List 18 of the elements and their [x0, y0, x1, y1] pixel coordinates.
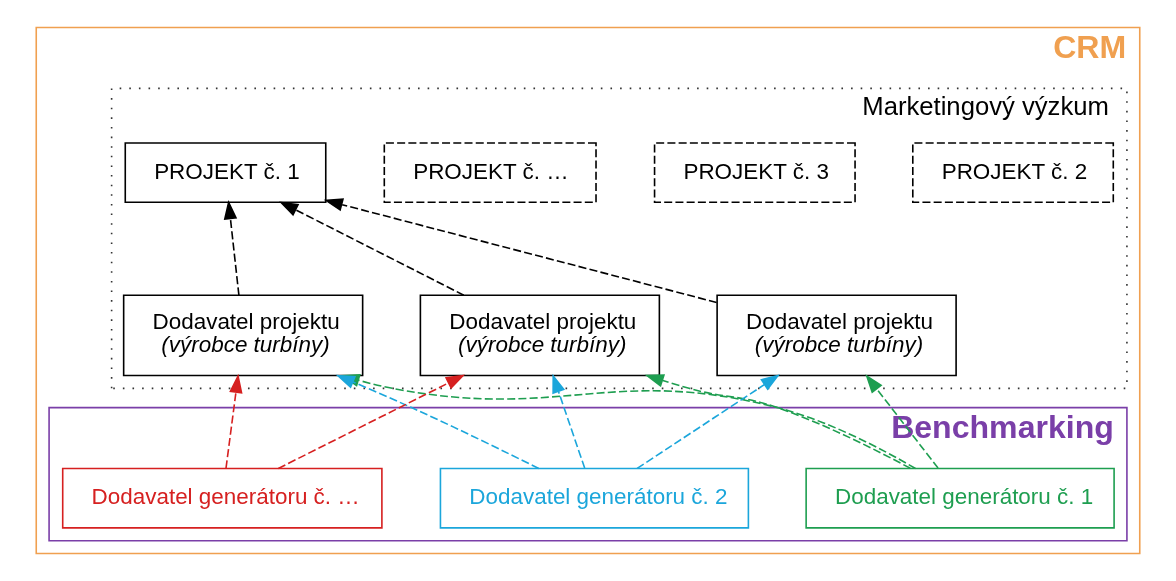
arrow: [225, 373, 243, 469]
arrow: [636, 374, 780, 470]
node-box: Dodavatel generátoru č. 1: [805, 467, 1115, 529]
arrow: [552, 373, 586, 469]
node-box: Dodavatel generátoru č. 2: [439, 467, 750, 529]
arrow: [644, 374, 912, 470]
node-box: Dodavatel projektu (výrobce turbíny): [122, 294, 364, 377]
node-box: Dodavatel projektu (výrobce turbíny): [419, 294, 661, 377]
node-box: PROJEKT č. 1: [124, 142, 327, 204]
node-box: PROJEKT č. …: [383, 142, 597, 204]
arrow: [223, 200, 240, 296]
arrow: [865, 374, 939, 469]
arrow: [323, 198, 718, 304]
node-box: PROJEKT č. 3: [653, 142, 856, 204]
node-box: Dodavatel generátoru č. …: [61, 467, 383, 529]
node-box: Dodavatel projektu (výrobce turbíny): [716, 294, 957, 377]
arrow: [279, 201, 465, 296]
node-box: PROJEKT č. 2: [912, 142, 1115, 204]
